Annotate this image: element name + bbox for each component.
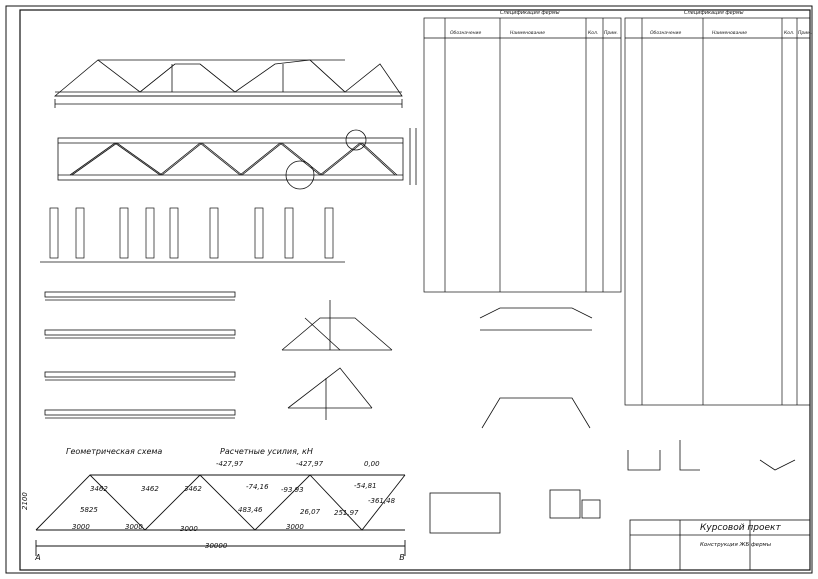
- scheme-truss-left: [35, 474, 406, 556]
- geom-label-2: 3462: [141, 485, 159, 493]
- truss-height: 2100: [21, 492, 29, 510]
- force-8: -361,48: [368, 497, 396, 505]
- left-col-note: Прим.: [604, 30, 618, 36]
- force-3: 0,00: [364, 460, 380, 468]
- right-col-qty: Кол.: [784, 30, 794, 36]
- geometric-scheme-title: Геометрическая схема: [66, 447, 162, 456]
- force-9: 483,46: [238, 506, 263, 514]
- geom-label-3: 3462: [184, 485, 202, 493]
- span-3: 3000: [180, 525, 198, 533]
- spec-table-left: [423, 17, 622, 293]
- title-block: [629, 519, 811, 571]
- truss-elevation-detailed: [57, 128, 417, 190]
- right-table-title: Спецификация фермы: [684, 10, 744, 16]
- sheet-frame: [5, 5, 813, 574]
- left-table-title: Спецификация фермы: [500, 10, 560, 16]
- spec-table-right: [624, 17, 811, 406]
- axis-a: A: [34, 553, 40, 562]
- right-col-note: Прим.: [798, 30, 812, 36]
- span-2: 3000: [125, 523, 143, 531]
- right-col-designation: Обозначение: [650, 30, 681, 36]
- geom-label-4: 5825: [80, 506, 98, 514]
- force-7: -54,81: [354, 482, 377, 490]
- force-1: -427,97: [216, 460, 244, 468]
- inner-frame: [19, 9, 811, 571]
- force-2: -427,97: [296, 460, 324, 468]
- span-4: 3000: [286, 523, 304, 531]
- total-span: 30000: [205, 542, 228, 550]
- force-5: -93,93: [281, 486, 304, 494]
- text-layer: Геометрическая схема Расчетные усилия, к…: [21, 10, 812, 562]
- left-col-designation: Обозначение: [450, 30, 481, 36]
- axis-b: B: [399, 553, 405, 562]
- left-col-name: Наименование: [510, 30, 545, 36]
- title-subject: Конструкция ЖБ фермы: [700, 542, 772, 548]
- sections-row: [40, 207, 345, 263]
- node-details: [281, 300, 593, 429]
- bar-drawings: [44, 291, 236, 419]
- title-project: Курсовой проект: [700, 523, 781, 533]
- geom-label-1: 3462: [90, 485, 108, 493]
- left-col-qty: Кол.: [588, 30, 598, 36]
- small-details: [429, 440, 796, 534]
- span-1: 3000: [72, 523, 90, 531]
- force-4: -74,16: [246, 483, 269, 491]
- truss-elevation-top: [53, 59, 403, 108]
- right-col-name: Наименование: [712, 30, 747, 36]
- design-scheme-title: Расчетные усилия, кН: [220, 447, 313, 456]
- force-6: 251,97: [334, 509, 359, 517]
- force-10: 26,07: [300, 508, 321, 516]
